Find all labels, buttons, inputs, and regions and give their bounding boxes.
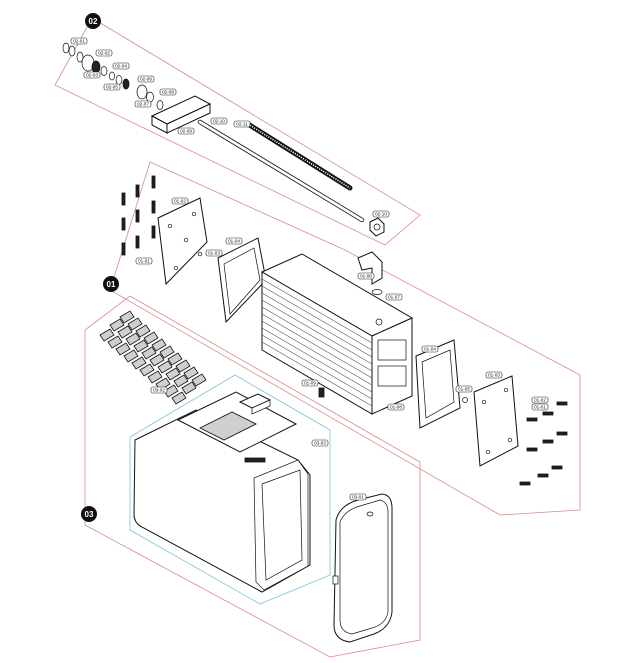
svg-text:02-04: 02-04	[115, 64, 127, 69]
svg-text:02-05: 02-05	[106, 85, 118, 90]
part-label-02-11: 02-11	[233, 120, 251, 128]
part-label-01-06: 01-06	[357, 272, 375, 280]
svg-text:02-09: 02-09	[180, 129, 192, 134]
part-label-02-10: 02-10	[210, 117, 228, 125]
part-label-02-04: 02-04	[112, 62, 130, 70]
svg-text:01-02: 01-02	[174, 199, 186, 204]
part-label-01-02-right: 01-02	[531, 396, 549, 404]
right-end-plate	[473, 375, 519, 467]
part-label-03-01: 03-01	[349, 493, 367, 501]
svg-text:02-11: 02-11	[236, 122, 248, 127]
svg-text:02-07: 02-07	[137, 102, 149, 107]
svg-text:03-03: 03-03	[314, 441, 326, 446]
svg-text:01-06: 01-06	[360, 274, 372, 279]
front-cover	[332, 493, 393, 643]
right-gasket	[415, 339, 461, 429]
housing-shell	[133, 391, 311, 593]
part-label-03-02: 03-02	[150, 386, 168, 394]
svg-text:01-05: 01-05	[458, 387, 470, 392]
svg-text:03: 03	[85, 510, 94, 519]
svg-text:03-01: 03-01	[352, 495, 364, 500]
svg-text:02-10: 02-10	[213, 119, 225, 124]
svg-text:01-04: 01-04	[424, 347, 436, 352]
clip-row	[99, 310, 207, 405]
svg-text:01-02: 01-02	[534, 398, 546, 403]
svg-text:02-03: 02-03	[86, 73, 98, 78]
part-label-01-04-left: 01-04	[225, 237, 243, 245]
svg-text:02-02: 02-02	[98, 51, 110, 56]
svg-text:02-08: 02-08	[162, 90, 174, 95]
group-03-inner-outline	[129, 374, 331, 605]
left-end-plate	[157, 197, 208, 286]
part-label-02-03: 02-03	[83, 71, 101, 79]
svg-text:01-01: 01-01	[534, 405, 546, 410]
threaded-rod	[245, 121, 353, 191]
part-label-02-08: 02-08	[159, 88, 177, 96]
left-screws	[121, 175, 156, 256]
part-label-01-04-right: 01-04	[421, 345, 439, 353]
part-label-02-06: 02-06	[137, 75, 155, 83]
svg-text:01-07: 01-07	[388, 295, 400, 300]
part-label-01-08: 01-08	[387, 403, 405, 411]
svg-text:02-01: 02-01	[73, 39, 85, 44]
part-label-01-03-right: 01-03	[485, 371, 503, 379]
part-label-02-05: 02-05	[103, 83, 121, 91]
svg-text:01-01: 01-01	[138, 259, 150, 264]
part-label-01-01-left: 01-01	[135, 257, 153, 265]
group-03-outline	[84, 295, 421, 658]
guide-rod	[197, 119, 365, 223]
radiator-body	[260, 253, 414, 415]
svg-text:01-04: 01-04	[228, 239, 240, 244]
elbow-fitting	[357, 251, 383, 295]
group-02-outline	[54, 17, 421, 246]
part-label-02-02: 02-02	[95, 49, 113, 57]
part-label-03-03: 03-03	[311, 439, 329, 447]
svg-text:03-02: 03-02	[153, 388, 165, 393]
part-label-01-05: 01-05	[455, 385, 473, 393]
svg-text:02: 02	[89, 17, 98, 26]
part-label-01-03-left: 01-03	[205, 249, 223, 257]
drain-valve	[318, 387, 325, 398]
svg-text:01-03: 01-03	[208, 251, 220, 256]
left-gasket	[217, 237, 267, 324]
part-label-01-07: 01-07	[385, 293, 403, 301]
rod-end-nut	[369, 217, 385, 237]
part-label-01-09: 01-09	[301, 379, 319, 387]
right-screws	[519, 401, 568, 486]
svg-text:02-10: 02-10	[375, 212, 387, 217]
top-latch	[238, 393, 272, 415]
svg-text:02-06: 02-06	[140, 77, 152, 82]
svg-text:01-03: 01-03	[488, 373, 500, 378]
group-badge-02: 02	[85, 13, 101, 29]
part-label-02-10-end: 02-10	[372, 210, 390, 218]
group-badge-03: 03	[81, 506, 97, 522]
right-washer	[462, 397, 468, 403]
manifold-block	[150, 95, 212, 134]
part-label-01-02-left: 01-02	[171, 197, 189, 205]
part-label-01-01-right: 01-01	[531, 403, 549, 411]
fitting-o-rings	[62, 42, 164, 110]
svg-text:01-09: 01-09	[304, 381, 316, 386]
svg-text:01-08: 01-08	[390, 405, 402, 410]
part-label-02-01: 02-01	[70, 37, 88, 45]
part-label-02-09: 02-09	[177, 127, 195, 135]
group-badge-01: 01	[103, 276, 119, 292]
part-label-02-07: 02-07	[134, 100, 152, 108]
svg-text:01: 01	[107, 280, 116, 289]
